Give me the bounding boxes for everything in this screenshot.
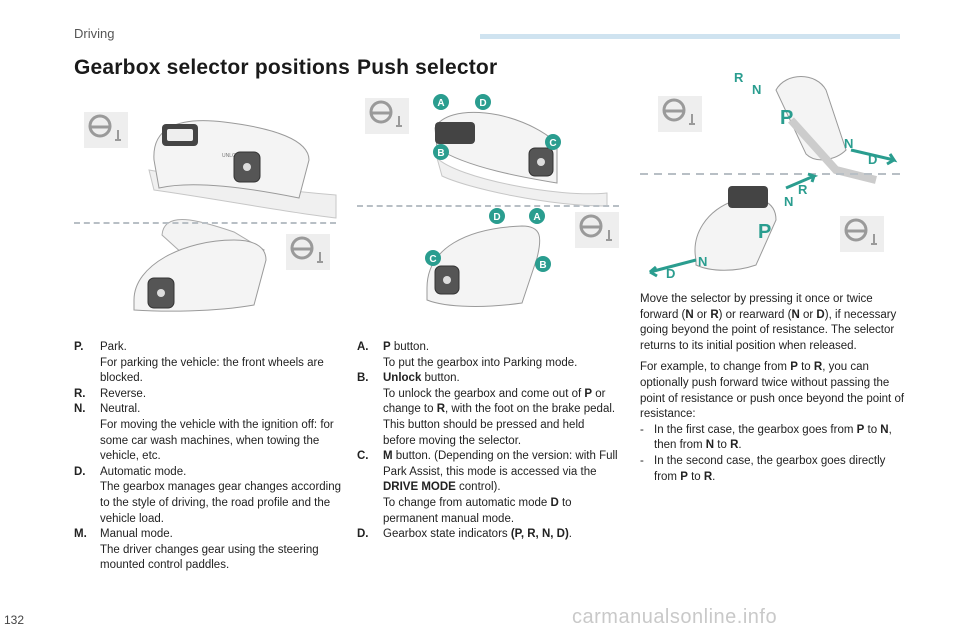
bullet-second-case: -In the second case, the gearbox goes di… xyxy=(640,454,886,483)
header-accent-bar xyxy=(480,34,900,39)
steering-wheel-icon-lower xyxy=(840,216,884,252)
gear-label-n-rear: N xyxy=(844,136,853,151)
steering-wheel-icon xyxy=(84,112,128,148)
steering-wheel-icon xyxy=(365,98,409,134)
push-selector-illustration: A D C B D A C B xyxy=(365,94,619,307)
svg-text:D: D xyxy=(493,212,500,223)
list-item-d: D. Gearbox state indicators (P, R, N, D)… xyxy=(357,528,572,541)
gear-label-r: R xyxy=(734,70,744,85)
callout-b: B xyxy=(433,144,449,160)
list-item: M. Manual mode. The driver changes gear … xyxy=(74,528,319,572)
callout-a-lower: A xyxy=(529,208,545,224)
gear-label-n-lower-rear: N xyxy=(698,254,707,269)
divider-left xyxy=(74,222,336,224)
selector-movement-illustration: R N P N D R N P N D xyxy=(640,70,904,281)
svg-text:B: B xyxy=(437,148,444,159)
callout-d: D xyxy=(475,94,491,110)
gearbox-selector-illustration: UNLOCK xyxy=(74,112,337,312)
section-label: Driving xyxy=(74,26,115,41)
arrow-rearward xyxy=(850,148,898,166)
title-push-selector: Push selector xyxy=(357,56,498,79)
list-item-a: A. P button. To put the gearbox into Par… xyxy=(357,341,578,369)
steering-wheel-icon-lower xyxy=(575,212,619,248)
svg-text:B: B xyxy=(539,260,546,271)
list-item-b: B. Unlock button. To unlock the gearbox … xyxy=(357,372,616,447)
svg-text:A: A xyxy=(437,98,444,109)
push-selector-buttons-list: A. P button. To put the gearbox into Par… xyxy=(357,340,619,543)
title-gearbox-positions: Gearbox selector positions xyxy=(74,56,350,79)
gear-label-p-lower: P xyxy=(758,221,771,243)
svg-text:C: C xyxy=(549,138,556,149)
paragraph-move-selector: Move the selector by pressing it once or… xyxy=(640,293,897,352)
page-number: 132 xyxy=(4,613,25,627)
list-item: D. Automatic mode. The gearbox manages g… xyxy=(74,465,342,525)
gear-label-r-lower: R xyxy=(798,182,808,197)
steering-wheel-icon-lower xyxy=(286,234,330,270)
gear-positions-list: P. Park. For parking the vehicle: the fr… xyxy=(74,340,344,574)
list-item-c: C. M button. (Depending on the version: … xyxy=(357,450,618,525)
arrow-forward xyxy=(785,172,819,190)
gear-label-d: D xyxy=(868,152,877,167)
list-item: P. Park. For parking the vehicle: the fr… xyxy=(74,341,324,385)
callout-d-lower: D xyxy=(489,208,505,224)
bullet-first-case: -In the first case, the gearbox goes fro… xyxy=(640,423,892,452)
callout-b-lower: B xyxy=(535,256,551,272)
list-item: N. Neutral. For moving the vehicle with … xyxy=(74,403,334,463)
gear-label-n: N xyxy=(752,82,761,97)
selector-instructions: Move the selector by pressing it once or… xyxy=(640,292,906,485)
svg-text:D: D xyxy=(479,98,486,109)
gear-label-n-lower: N xyxy=(784,194,793,209)
callout-c-lower: C xyxy=(425,250,441,266)
gear-label-p: P xyxy=(780,107,793,129)
svg-text:C: C xyxy=(429,254,436,265)
paragraph-example: For example, to change from P to R, you … xyxy=(640,361,905,421)
list-item: R. Reverse. xyxy=(74,387,147,400)
steering-wheel-icon xyxy=(658,96,702,132)
unlock-label: UNLOCK xyxy=(222,153,244,159)
callout-c: C xyxy=(545,134,561,150)
divider-middle xyxy=(357,205,619,207)
svg-text:A: A xyxy=(533,212,540,223)
arrow-rearward-lower xyxy=(649,258,697,278)
gear-label-d-lower: D xyxy=(666,266,675,281)
callout-a: A xyxy=(433,94,449,110)
footer-watermark: carmanualsonline.info xyxy=(572,606,778,628)
